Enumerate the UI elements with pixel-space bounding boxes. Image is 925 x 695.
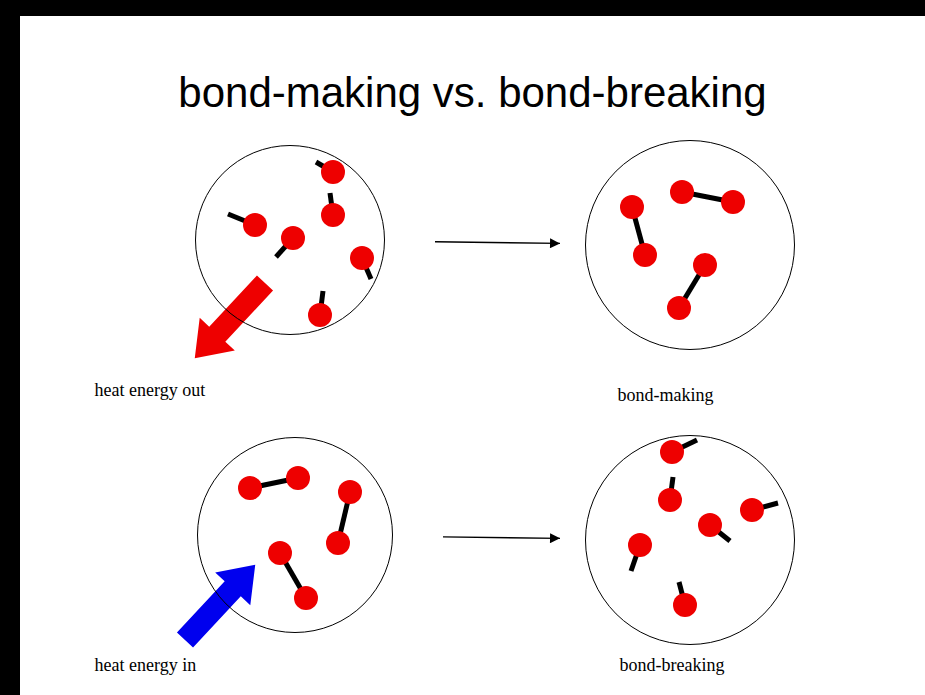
molecule-circle: bond-breaking xyxy=(585,435,795,645)
reaction-arrow xyxy=(443,537,560,538)
atom xyxy=(326,531,350,555)
atom xyxy=(286,466,310,490)
atom xyxy=(628,533,652,557)
molecule-circle: heat energy in xyxy=(197,437,393,633)
caption-label: heat energy out xyxy=(95,380,206,400)
atom xyxy=(660,440,684,464)
bond-lines xyxy=(228,162,778,605)
title-area: bond-making vs. bond-breaking xyxy=(20,68,925,118)
heat-out-arrow xyxy=(177,267,282,375)
atom xyxy=(350,246,374,270)
atom xyxy=(721,190,745,214)
atom xyxy=(698,513,722,537)
slide-background xyxy=(20,16,925,695)
atom xyxy=(321,203,345,227)
atom xyxy=(238,476,262,500)
atom xyxy=(308,303,332,327)
caption-label: heat energy in xyxy=(95,655,197,675)
atom xyxy=(658,488,682,512)
reaction-arrow xyxy=(435,242,560,244)
atom xyxy=(268,541,292,565)
atom xyxy=(740,498,764,522)
atom xyxy=(620,195,644,219)
atom xyxy=(670,180,694,204)
atom xyxy=(338,480,362,504)
atom xyxy=(633,243,657,267)
atom xyxy=(667,296,691,320)
atoms xyxy=(238,160,764,617)
atom xyxy=(294,586,318,610)
heat-in-arrow xyxy=(167,548,272,656)
atom xyxy=(693,253,717,277)
atom xyxy=(673,593,697,617)
caption-label: bond-breaking xyxy=(620,655,725,675)
atom xyxy=(321,160,345,184)
caption-label: bond-making xyxy=(618,385,714,405)
atom xyxy=(243,213,267,237)
atom xyxy=(281,226,305,250)
title: bond-making vs. bond-breaking xyxy=(20,68,925,118)
molecule-circle: heat energy out xyxy=(195,145,385,335)
molecule-circle: bond-making xyxy=(585,140,795,350)
